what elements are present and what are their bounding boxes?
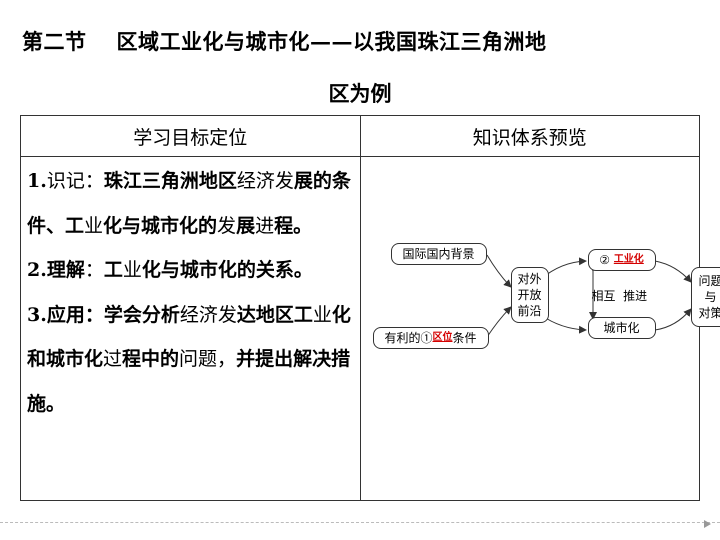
arrow-industrialization-to-issues xyxy=(654,260,692,283)
objectives-cell: 1.识记：珠江三角洲地区经济发展的条件、工业化与城市化的发展进程。 2.理解：工… xyxy=(20,156,361,501)
box-issues: 问题 与 对策 xyxy=(690,267,720,327)
label-mutual-promotion: 相互 推进 xyxy=(591,289,648,303)
box-background: 国际国内背景 xyxy=(390,243,487,265)
objective-item-1: 1.识记：珠江三角洲地区经济发展的条件、工业化与城市化的发展进程。 xyxy=(27,170,351,237)
section-heading-line1: 区域工业化与城市化——以我国珠江三角洲地 xyxy=(116,29,547,54)
section-title: 第二节 区域工业化与城市化——以我国珠江三角洲地 xyxy=(22,26,698,56)
bottom-divider xyxy=(0,522,720,523)
next-slide-arrow-icon[interactable] xyxy=(704,520,711,528)
blank-location: 区位 xyxy=(432,332,453,344)
arrow-conditions-to-opening xyxy=(486,306,512,338)
objective-item-2: 2.理解：工业化与城市化的关系。 xyxy=(27,259,313,281)
blank-industrialization: 工业化 xyxy=(613,254,644,266)
section-heading-line2: 区为例 xyxy=(328,81,392,106)
section-number: 第二节 xyxy=(22,29,87,54)
box-industrialization: ② 工业化 xyxy=(587,249,656,271)
header-learning-objectives: 学习目标定位 xyxy=(20,115,361,157)
arrow-urbanization-to-issues xyxy=(654,308,692,331)
arrow-background-to-opening xyxy=(486,254,512,288)
box-urbanization: 城市化 xyxy=(587,317,656,339)
box-opening: 对外 开放 前沿 xyxy=(510,267,549,323)
objective-item-3: 3.应用：学会分析经济发达地区工业化和城市化过程中的问题，并提出解决措施。 xyxy=(27,303,351,415)
header-knowledge-preview: 知识体系预览 xyxy=(359,115,700,157)
content-table: 学习目标定位 知识体系预览 1.识记：珠江三角洲地区经济发展的条件、工业化与城市… xyxy=(20,115,720,501)
